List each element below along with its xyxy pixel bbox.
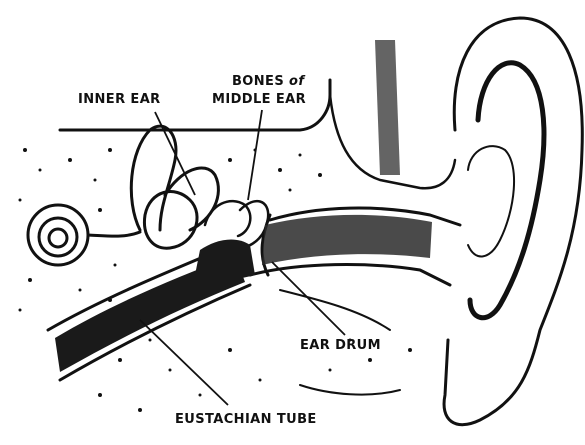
leader-eustachian [140, 320, 228, 405]
label-middle-ear: MIDDLE EAR [212, 92, 306, 108]
label-bones-of: of [289, 74, 304, 89]
lower-curve [300, 385, 400, 395]
cochlea-inner [49, 229, 67, 247]
cochlea-mid [39, 218, 77, 256]
label-bones-word: BONES [232, 74, 289, 89]
leader-bones [248, 110, 262, 200]
label-ear-drum: EAR DRUM [300, 338, 381, 354]
cochlea-connection [88, 232, 140, 236]
pinna-inner-fold [470, 63, 544, 318]
label-bones-line1: BONES of [232, 74, 304, 90]
middle-ear-shading [195, 240, 255, 281]
ear-canal-shading [262, 215, 432, 265]
bone-column-shading [375, 40, 400, 175]
semicircular-canal-b [165, 168, 218, 230]
pinna-concha [468, 146, 514, 256]
pinna-outline [444, 18, 582, 425]
leader-ear-drum [272, 262, 345, 335]
label-eustachian-tube: EUSTACHIAN TUBE [175, 412, 317, 428]
vestibule [144, 192, 197, 249]
label-inner-ear: INNER EAR [78, 92, 161, 108]
ear-canal-bottom [250, 265, 450, 285]
